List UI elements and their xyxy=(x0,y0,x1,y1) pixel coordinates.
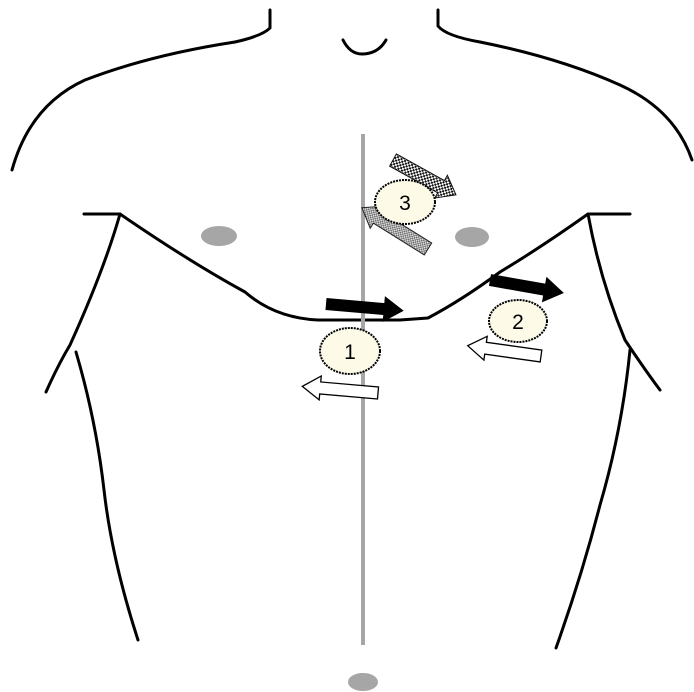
left-pectoral-line xyxy=(84,214,318,320)
left-nipple xyxy=(201,226,237,246)
left-shoulder xyxy=(12,42,235,170)
marker-1-label: 1 xyxy=(344,341,356,364)
marker-1: 1 xyxy=(320,328,380,374)
marker-2-label: 2 xyxy=(512,311,524,334)
suprasternal-notch xyxy=(343,40,386,54)
right-nipple xyxy=(455,227,489,247)
left-lower-flank xyxy=(76,352,138,640)
hollow-arrow-sternum xyxy=(301,374,379,405)
marker-2: 2 xyxy=(489,300,547,342)
neck-right-line xyxy=(438,10,480,42)
marker-3: 3 xyxy=(375,180,435,224)
marker-3-label: 3 xyxy=(399,192,411,215)
right-shoulder xyxy=(480,42,692,160)
right-lower-flank xyxy=(556,350,630,648)
left-upper-flank xyxy=(46,214,120,392)
right-upper-flank xyxy=(588,214,660,390)
umbilicus xyxy=(348,673,378,691)
neck-left-line xyxy=(235,10,270,42)
